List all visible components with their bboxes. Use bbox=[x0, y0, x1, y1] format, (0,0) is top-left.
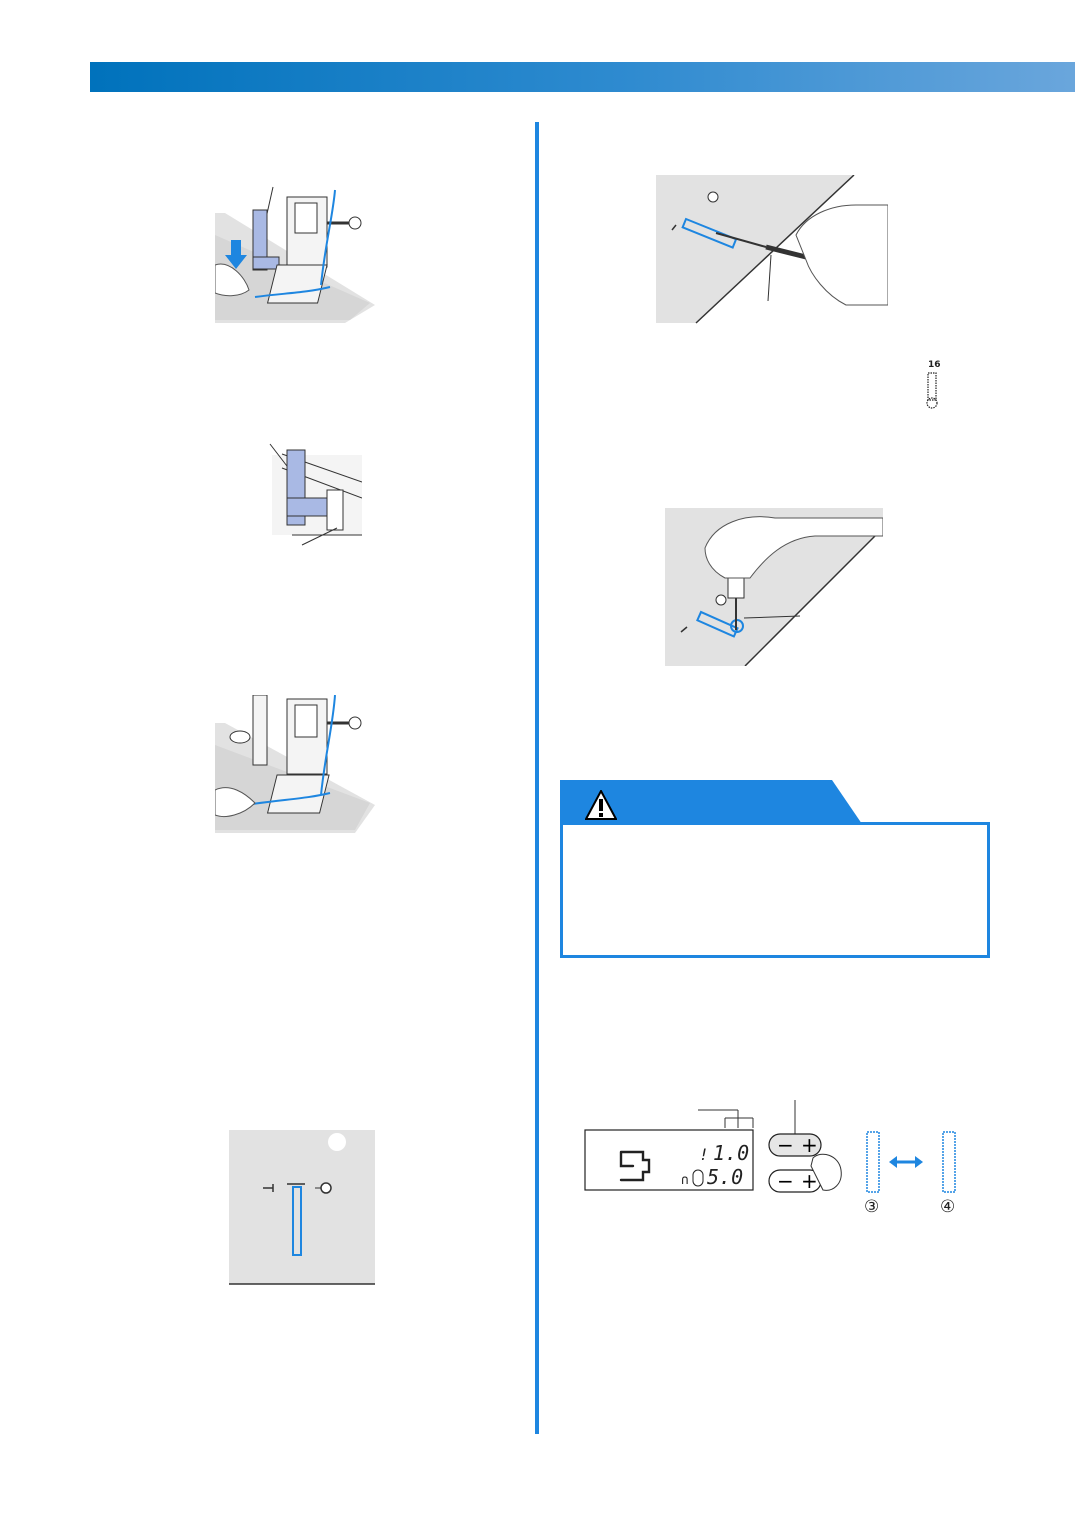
buttonhole-stitch-icon bbox=[924, 372, 940, 410]
figure-display-panel: ! 1.0 ∩ 5.0 − + − + bbox=[583, 1100, 973, 1220]
width-plus-icon: + bbox=[801, 1133, 818, 1157]
header-bar bbox=[90, 62, 1075, 92]
stitch-length-value: 5.0 bbox=[707, 1165, 743, 1189]
figure-awl bbox=[665, 508, 883, 666]
stitch-number-label: 16 bbox=[928, 360, 941, 370]
warning-box bbox=[560, 822, 990, 958]
figure-lever-bracket bbox=[262, 440, 362, 548]
figure-start-sewing bbox=[215, 695, 375, 835]
setting-3-label: ③ bbox=[864, 1197, 880, 1217]
length-plus-icon: + bbox=[801, 1169, 818, 1193]
figure-seam-ripper bbox=[656, 175, 888, 325]
length-minus-icon: − bbox=[777, 1169, 794, 1193]
setting-4-label: ④ bbox=[940, 1197, 956, 1217]
figure-buttonhole-marking bbox=[229, 1130, 375, 1286]
warning-triangle-icon bbox=[584, 788, 618, 825]
svg-text:∩: ∩ bbox=[681, 1173, 689, 1188]
svg-text:!: ! bbox=[699, 1145, 709, 1164]
column-divider bbox=[535, 122, 539, 1434]
width-minus-icon: − bbox=[777, 1133, 794, 1157]
stitch-width-value: 1.0 bbox=[713, 1141, 749, 1165]
figure-lower-lever bbox=[215, 185, 375, 325]
